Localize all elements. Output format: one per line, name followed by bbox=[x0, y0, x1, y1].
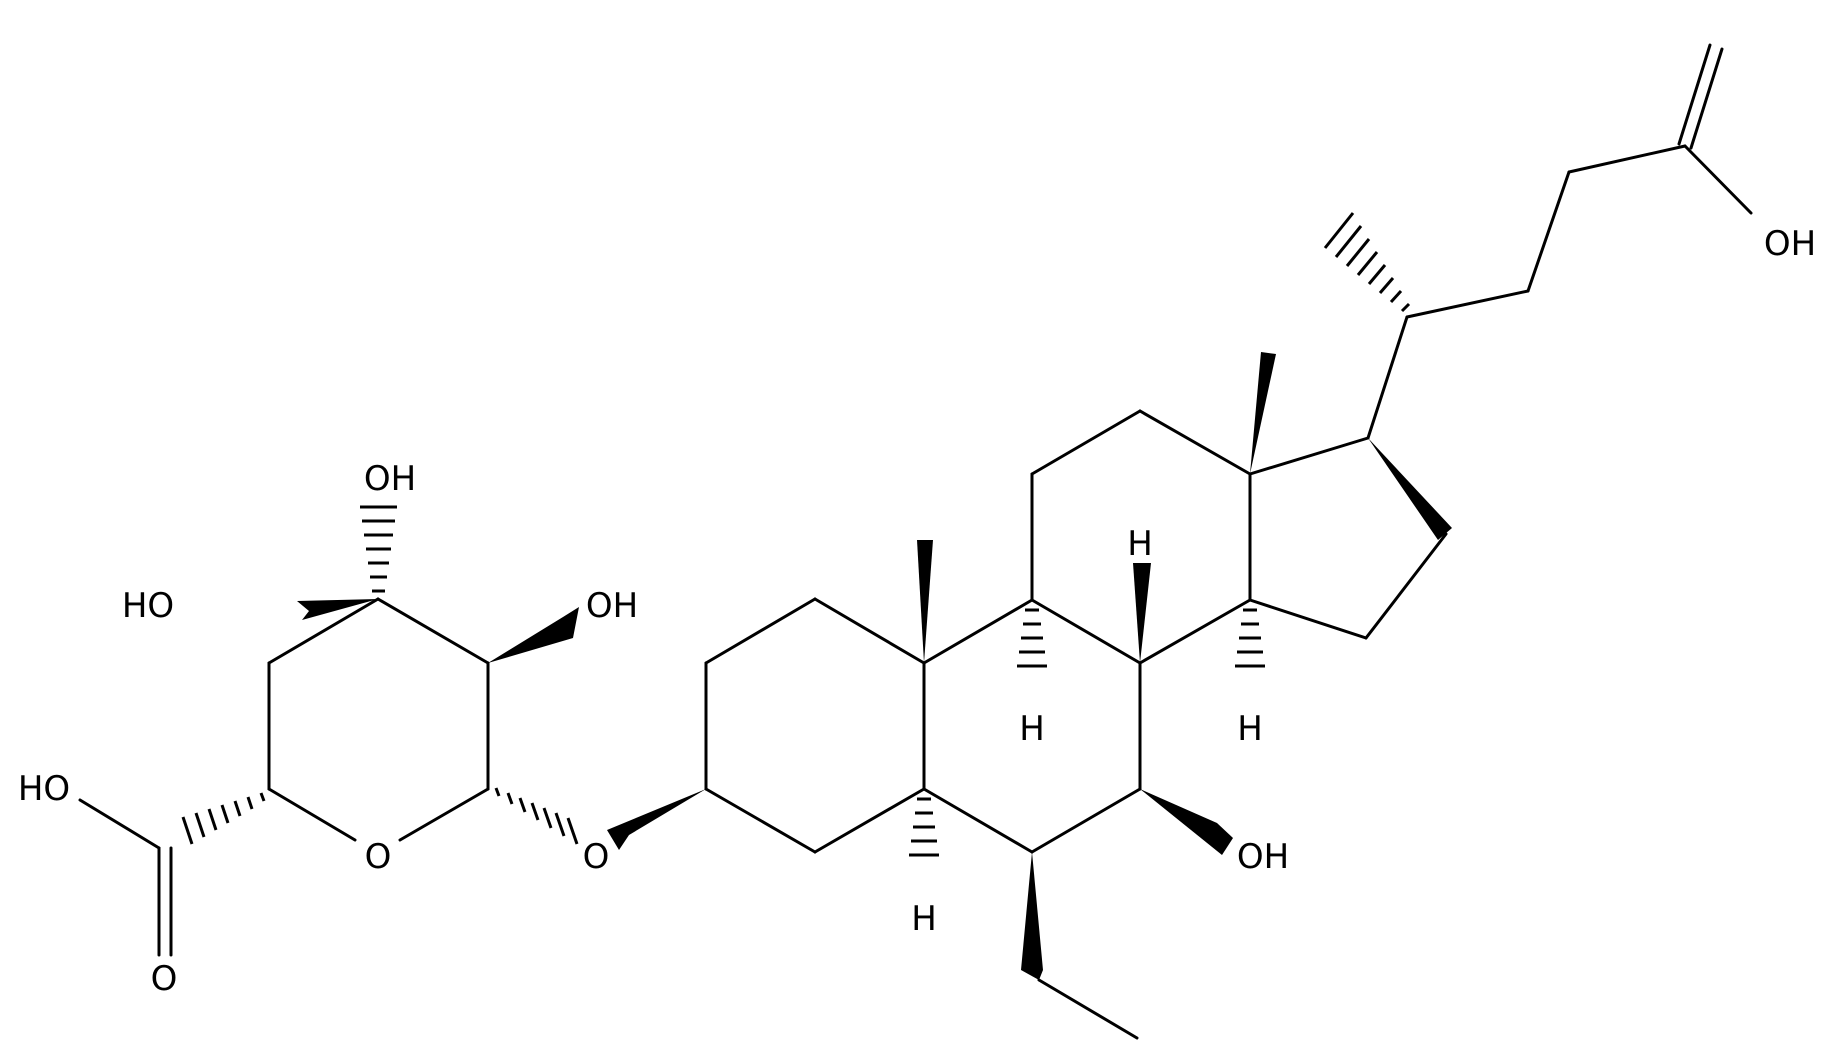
wedge-bond bbox=[488, 607, 579, 663]
bond bbox=[1689, 47, 1724, 150]
hash bbox=[233, 800, 242, 817]
bond bbox=[1037, 978, 1139, 1040]
hash bbox=[181, 816, 194, 845]
label-ho-carboxyl: HO bbox=[18, 769, 70, 809]
label-h-c14: H bbox=[1237, 709, 1263, 749]
wedge-bond bbox=[1133, 563, 1151, 663]
hash-bonds bbox=[181, 212, 1411, 857]
hash bbox=[246, 796, 254, 810]
hash bbox=[494, 787, 501, 797]
bond bbox=[267, 787, 357, 842]
wedge-bond bbox=[1368, 438, 1452, 540]
wedge-bond bbox=[1250, 352, 1276, 474]
hash bbox=[194, 812, 206, 838]
label-o-ring: O bbox=[365, 837, 392, 877]
hash bbox=[1378, 277, 1395, 294]
hash bbox=[1334, 225, 1363, 258]
hash bbox=[1356, 251, 1379, 276]
wedge-bond bbox=[297, 599, 378, 620]
wedge-bonds bbox=[297, 352, 1452, 980]
hash bbox=[1345, 238, 1371, 267]
bond bbox=[704, 787, 817, 854]
label-o-carbonyl: O bbox=[151, 959, 178, 999]
bond bbox=[376, 597, 490, 665]
wedge-bond bbox=[1140, 789, 1233, 855]
hash bbox=[1367, 264, 1387, 285]
bond bbox=[398, 787, 490, 842]
hash bbox=[1323, 212, 1355, 249]
hash bbox=[207, 808, 218, 831]
wedge-bond bbox=[917, 540, 933, 663]
label-oh-glc-c5: OH bbox=[586, 586, 638, 626]
bond bbox=[813, 597, 926, 665]
bond bbox=[267, 597, 380, 665]
bond bbox=[1030, 598, 1142, 665]
bond bbox=[1030, 409, 1142, 476]
bond bbox=[1567, 144, 1687, 174]
bond bbox=[1030, 787, 1142, 854]
label-h-c5: H bbox=[911, 899, 937, 939]
wedge-bond bbox=[1021, 852, 1043, 980]
hash bbox=[506, 792, 514, 805]
hash bbox=[530, 802, 540, 821]
label-o-glycosidic: O bbox=[583, 837, 610, 877]
bond bbox=[1138, 409, 1252, 476]
wedge-bond bbox=[607, 789, 706, 850]
hash bbox=[1389, 289, 1403, 304]
hash bbox=[259, 792, 266, 802]
label-oh-glc-c4: OH bbox=[364, 459, 416, 499]
bond bbox=[704, 597, 817, 665]
bonds bbox=[78, 43, 1753, 1040]
label-h-c9: H bbox=[1019, 709, 1045, 749]
bond bbox=[922, 598, 1034, 665]
bond bbox=[922, 787, 1034, 854]
hash bbox=[220, 804, 230, 824]
hash bbox=[566, 817, 579, 845]
bond bbox=[1364, 532, 1448, 640]
bond bbox=[78, 798, 161, 850]
hash bbox=[1400, 302, 1411, 313]
bond bbox=[1138, 598, 1252, 665]
bond bbox=[1683, 144, 1753, 215]
bond bbox=[1366, 315, 1409, 440]
hash bbox=[554, 812, 566, 837]
label-oh-c7: OH bbox=[1237, 837, 1289, 877]
label-oh-acid: OH bbox=[1764, 224, 1816, 264]
label-h-c8: H bbox=[1127, 524, 1153, 564]
label-ho-glc-c3: HO bbox=[122, 586, 174, 626]
bond bbox=[1677, 43, 1712, 146]
bond bbox=[1405, 289, 1530, 319]
bond bbox=[813, 787, 926, 854]
bond bbox=[1248, 598, 1368, 640]
bond bbox=[1248, 436, 1370, 476]
bond bbox=[1526, 170, 1571, 293]
hash bbox=[518, 797, 527, 813]
hash bbox=[542, 807, 553, 829]
